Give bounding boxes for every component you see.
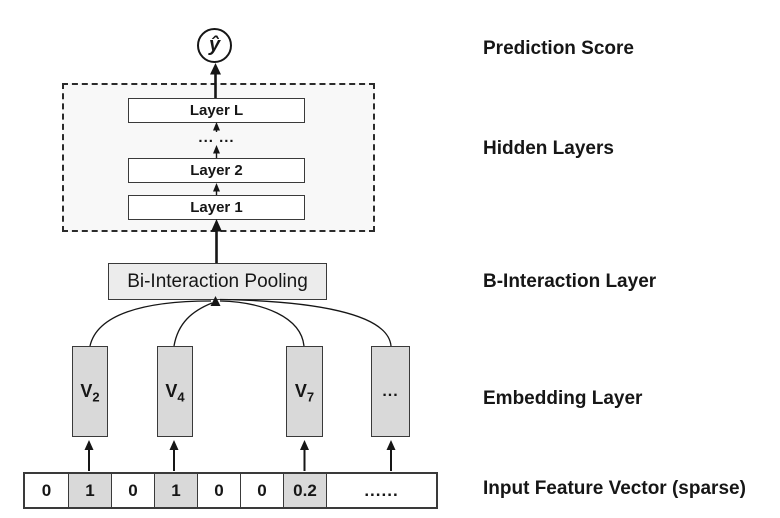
label-hidden-layers: Hidden Layers [483,138,614,159]
hidden-layer-2-label: Layer 2 [190,162,243,179]
label-prediction-score: Prediction Score [483,38,634,59]
prediction-symbol: ŷ [208,34,221,56]
bi-interaction-pooling-label: Bi-Interaction Pooling [127,270,308,292]
hidden-layer-1-label: Layer 1 [190,199,243,216]
input-cell-2: 0 [111,474,154,507]
embedding-vector-ellipsis: ... [371,346,410,437]
curve-v2-to-pooling [89,300,212,347]
label-b-interaction-layer: B-Interaction Layer [483,271,657,292]
hidden-layers-ellipsis: ... ... [198,129,235,146]
bi-interaction-pooling-box: Bi-Interaction Pooling [108,263,327,300]
embedding-vector-v7-label: V7 [294,381,315,405]
input-cell-6: 0.2 [283,474,326,507]
hidden-layer-L-label: Layer L [189,102,244,119]
input-cell-3: 1 [154,474,197,507]
embedding-vector-v4-label: V4 [165,381,185,405]
embedding-vector-v7: V7 [286,346,323,437]
curve-v7-to-pooling [219,300,305,347]
curve-v4-to-pooling [173,302,213,347]
embedding-vector-v2-label: V2 [80,381,100,405]
input-feature-vector: 0 1 0 1 0 0 0.2 ...... [23,472,438,509]
input-cell-7: ...... [326,474,436,507]
prediction-node: ŷ [197,28,232,63]
embedding-vector-v4: V4 [157,346,193,437]
input-cell-4: 0 [197,474,240,507]
hidden-layer-2: Layer 2 [128,158,305,183]
label-input-feature-vector: Input Feature Vector (sparse) [483,478,746,499]
embedding-vector-ellipsis-label: ... [382,382,399,400]
curve-ellipsis-to-pooling [219,298,392,347]
label-embedding-layer: Embedding Layer [483,388,643,409]
hidden-layer-1: Layer 1 [128,195,305,220]
embedding-vector-v2: V2 [72,346,108,437]
input-cell-5: 0 [240,474,283,507]
hidden-layer-L: Layer L [128,98,305,123]
input-cell-1: 1 [68,474,111,507]
input-cell-0: 0 [25,474,68,507]
